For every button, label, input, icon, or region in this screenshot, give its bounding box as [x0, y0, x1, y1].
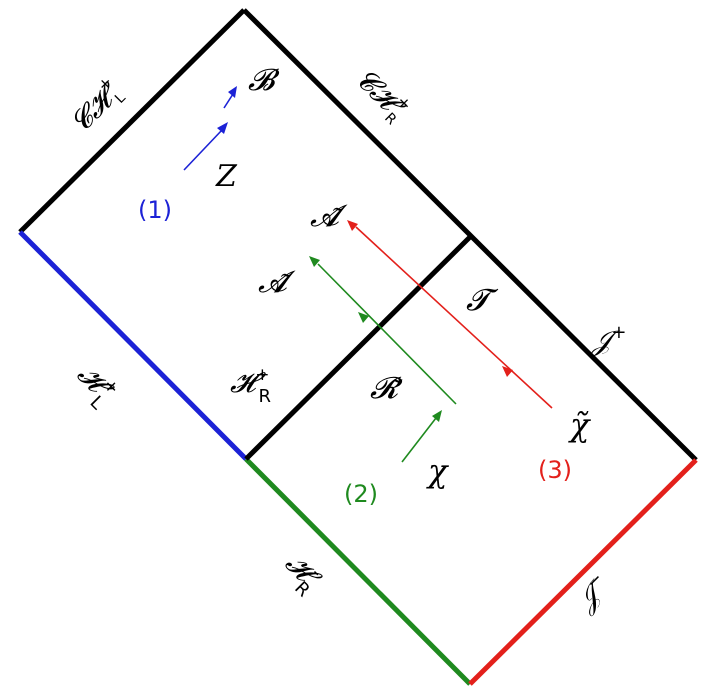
label-r-tilde: 𝓡̃	[370, 371, 403, 406]
scri-minus-boundary	[468, 458, 698, 686]
red-arrow-long	[355, 226, 553, 409]
label-chi: χ	[426, 452, 449, 490]
legend-one: (1)	[138, 196, 172, 224]
legend-two: (2)	[344, 480, 378, 508]
h-right-plus-line	[244, 234, 473, 461]
green-arrowhead-mid	[358, 312, 369, 323]
red-arrowhead-upper	[347, 220, 358, 231]
label-b: 𝓑	[248, 63, 280, 98]
ch-left-boundary	[18, 8, 246, 234]
label-a-tilde-top: 𝓐̃	[310, 199, 348, 234]
label-z: Z	[215, 159, 238, 194]
h-left-plus-boundary	[18, 230, 248, 461]
scri-minus-label: 𝒥−	[567, 568, 618, 619]
red-arrowhead-mid	[502, 366, 513, 377]
scri-plus-label: 𝒥+	[590, 322, 626, 357]
green-arrowhead-lower	[432, 410, 442, 422]
blue-arrowhead-upper	[228, 86, 237, 98]
h-left-plus-label: 𝓗+L	[65, 357, 123, 415]
green-arrow-long	[317, 263, 457, 405]
blue-arrowhead-lower	[217, 122, 228, 134]
label-chi-tilde: χ̃	[568, 406, 591, 444]
green-arrowhead-upper	[309, 256, 320, 267]
green-arrow-lower	[401, 417, 437, 463]
label-a-tilde-mid: 𝓐̃	[258, 265, 296, 300]
legend-three: (3)	[538, 456, 572, 484]
label-t: 𝓣	[466, 283, 499, 318]
blue-arrow-upper	[223, 93, 234, 109]
h-right-minus-label: 𝓗-R	[273, 545, 329, 601]
h-right-minus-boundary	[244, 457, 472, 686]
h-right-plus-label: 𝓗+R	[230, 365, 271, 407]
blue-arrow-lower	[183, 129, 223, 171]
ch-right-label: 𝓒𝓗+R	[347, 59, 416, 128]
